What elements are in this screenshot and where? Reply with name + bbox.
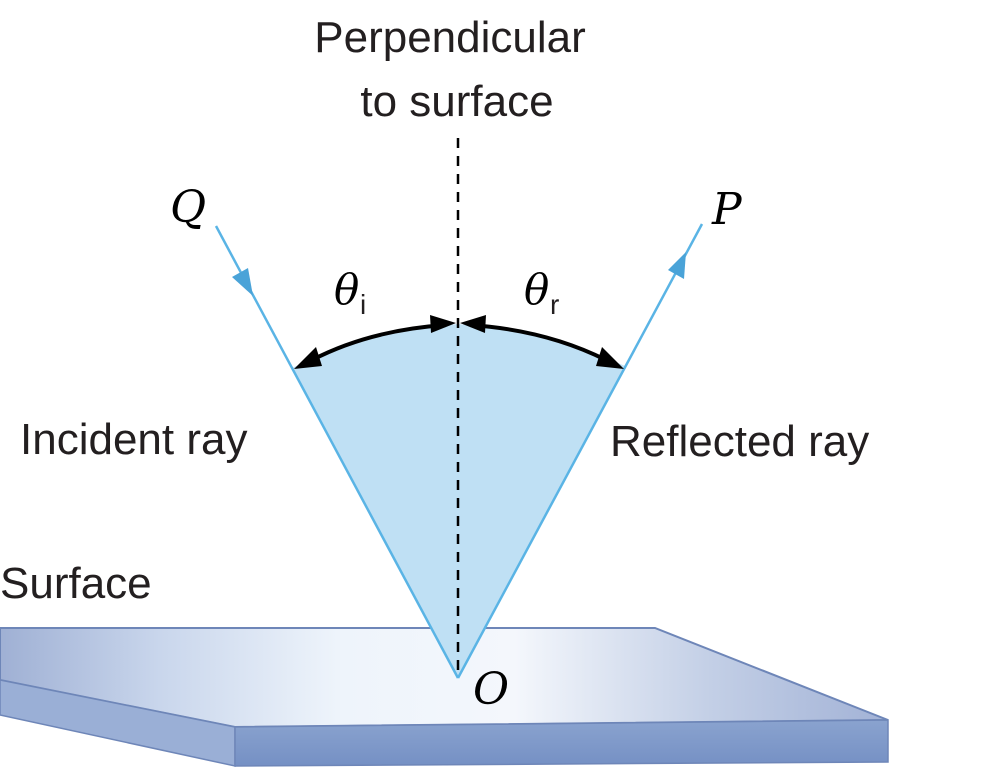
surface-label: Surface	[0, 559, 152, 608]
theta-i-label: θ i	[334, 265, 366, 320]
arrowhead-up-right-icon	[668, 252, 686, 279]
arc-arrowhead-right-icon	[596, 347, 624, 369]
arrowhead-down-right-icon	[232, 268, 253, 296]
reflected-ray-line	[456, 223, 704, 679]
arc-arrowhead-center-left-icon	[430, 315, 456, 333]
angle-arc-incidence	[294, 315, 456, 369]
arc-arrowhead-left-icon	[294, 347, 322, 369]
point-o-label: O	[473, 664, 509, 715]
theta-r-symbol: θ	[524, 265, 549, 314]
theta-i-subscript: i	[360, 289, 366, 320]
theta-i-symbol: θ	[334, 265, 359, 314]
surface-front	[234, 719, 889, 767]
incident-ray-line	[214, 225, 460, 679]
arc-arrowhead-center-right-icon	[460, 315, 486, 333]
perpendicular-label-line1: Perpendicular	[314, 13, 586, 62]
surface-slab	[0, 627, 889, 767]
point-p-label: P	[711, 184, 743, 235]
theta-r-subscript: r	[550, 289, 559, 320]
incident-ray-label: Incident ray	[20, 415, 247, 464]
point-q-label: Q	[170, 182, 206, 233]
angle-arc-reflection	[460, 315, 624, 369]
perpendicular-label-line2: to surface	[360, 77, 553, 126]
theta-r-label: θ r	[524, 265, 559, 320]
reflected-ray-label: Reflected ray	[610, 417, 869, 466]
